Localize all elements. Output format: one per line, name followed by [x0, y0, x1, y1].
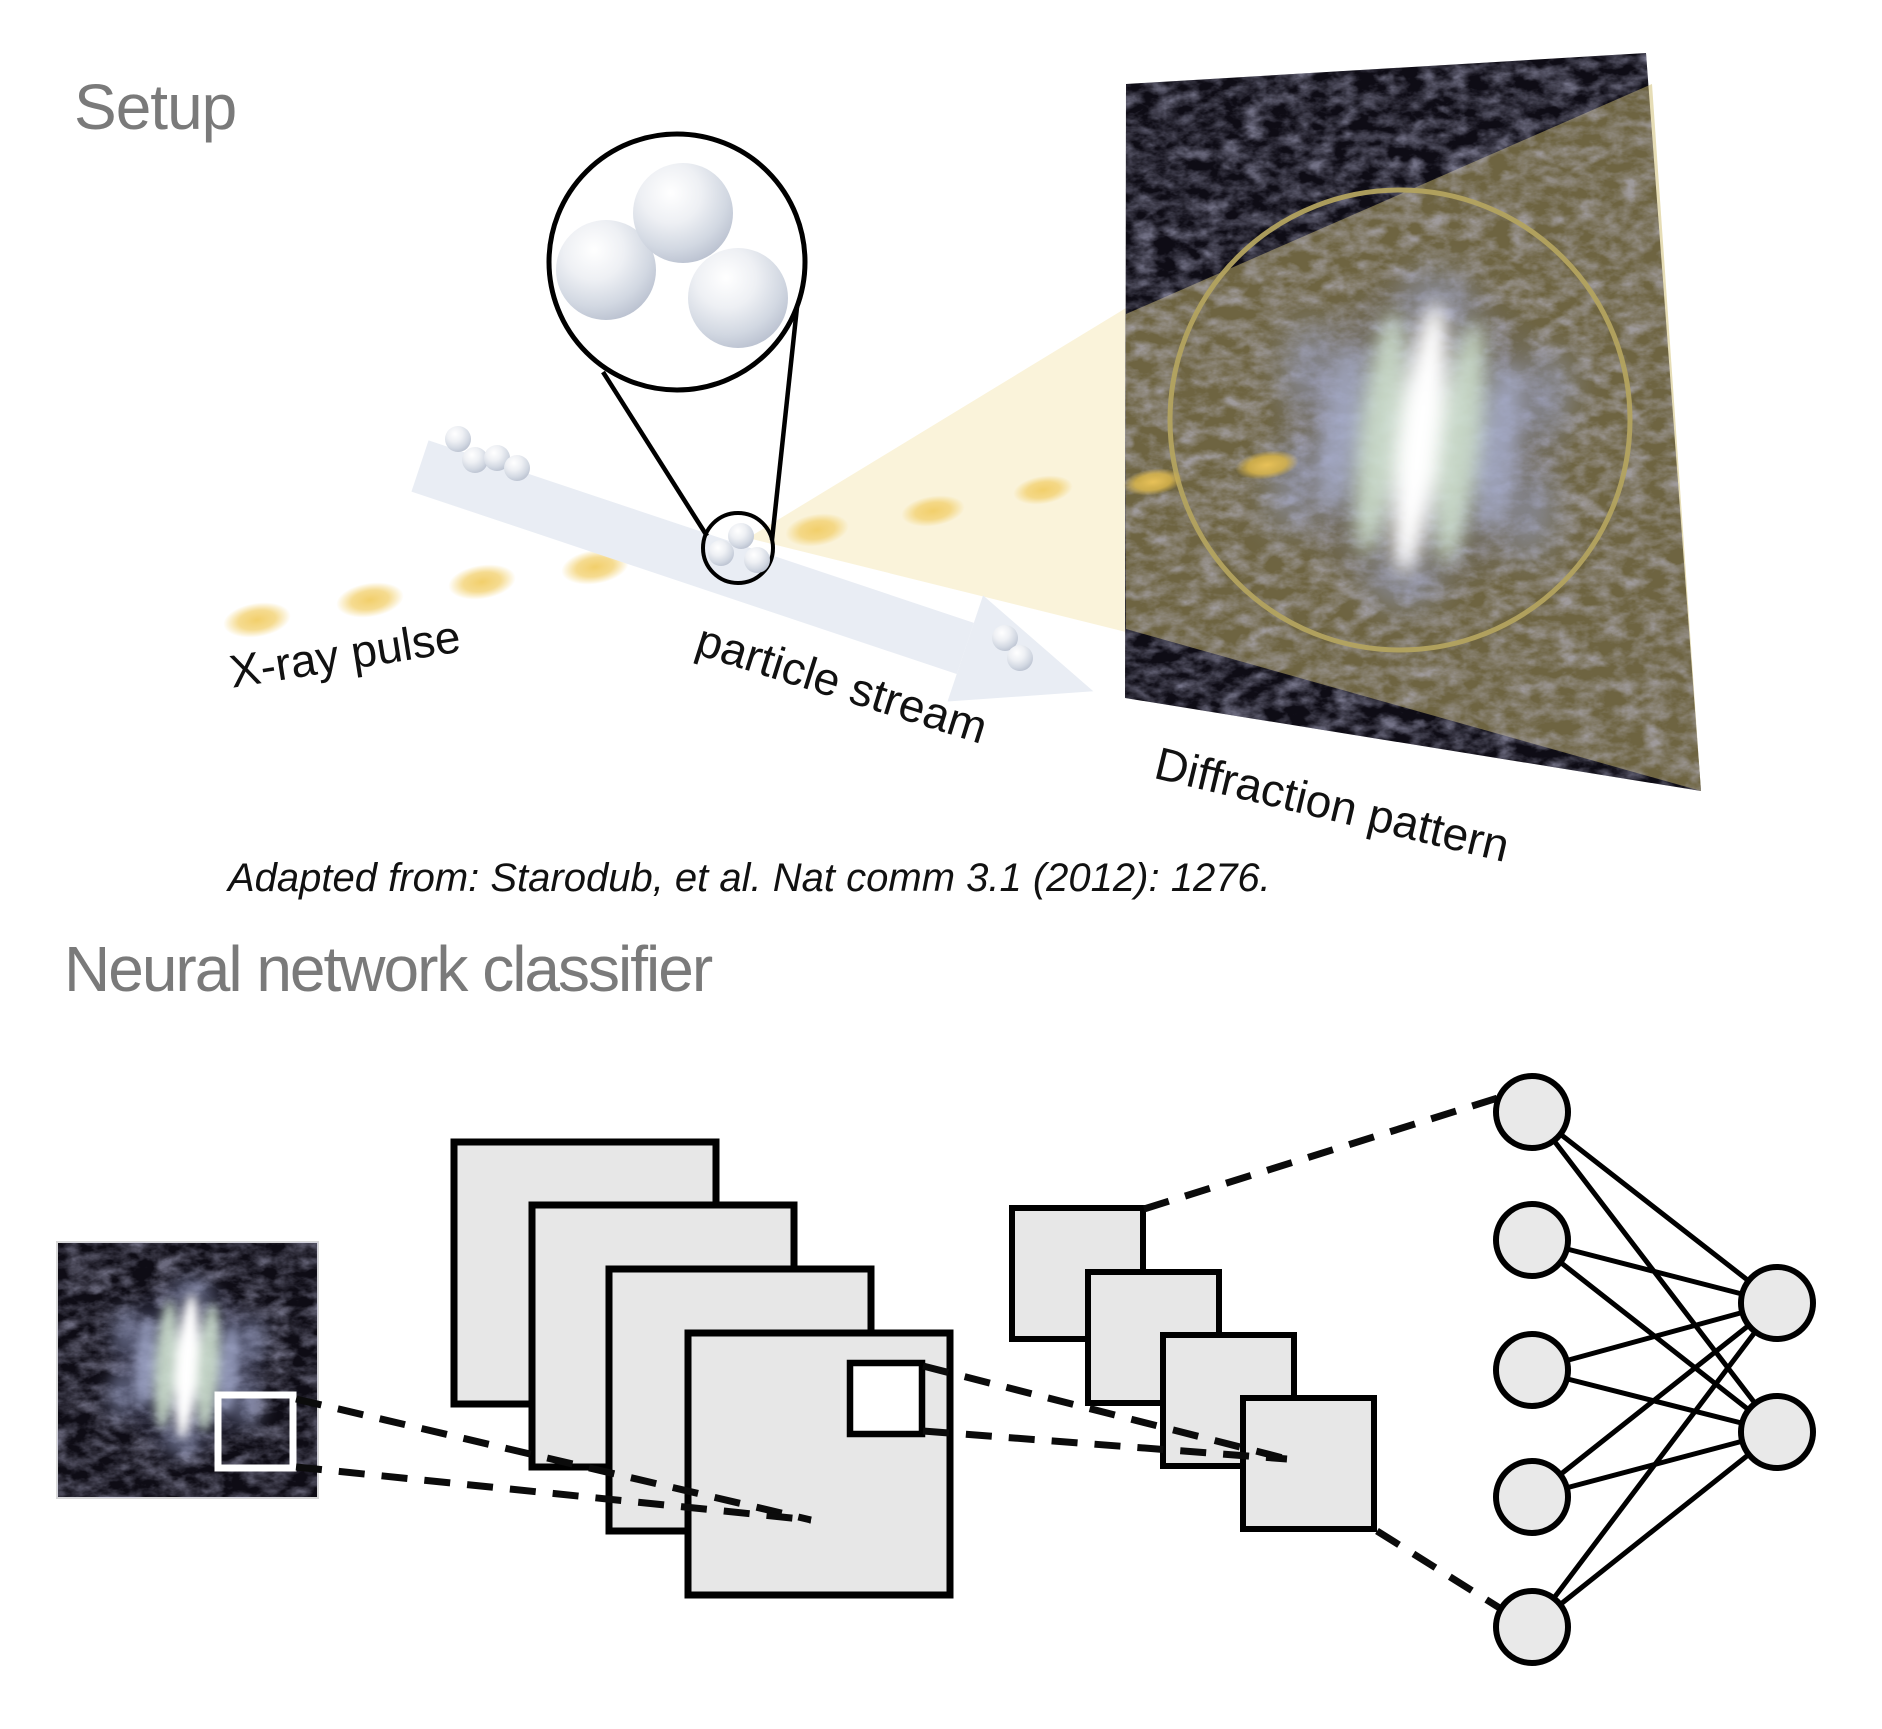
- network-nodes: [1493, 1073, 1816, 1666]
- hidden-node-4: [1493, 1458, 1571, 1536]
- citation-text: Adapted from: Starodub, et al. Nat comm …: [228, 856, 1271, 900]
- pool-map-4: [1240, 1395, 1377, 1532]
- output-node-2: [1738, 1393, 1816, 1471]
- input-image: [56, 1241, 319, 1499]
- panel-pulse-blob-1: [1123, 468, 1183, 496]
- stream-particles: [445, 426, 1033, 671]
- hidden-node-3: [1493, 1331, 1571, 1409]
- output-node-1: [1738, 1264, 1816, 1342]
- dash-window-to-pool-bottom: [922, 1427, 1288, 1463]
- interaction-particles: [708, 523, 770, 573]
- fc-edges: [1530, 1110, 1779, 1629]
- interaction-circle: [701, 511, 775, 585]
- dash-window-to-pool-top: [922, 1362, 1288, 1463]
- dash-pool-to-node-bottom: [1375, 1528, 1508, 1615]
- pool-layer-stack: [1009, 1205, 1377, 1532]
- xray-pulse-train: [223, 475, 1073, 638]
- setup-section-title: Setup: [74, 71, 237, 143]
- panel-pulse-blob-2: [1235, 450, 1299, 480]
- classifier-section-title: Neural network classifier: [64, 933, 713, 1005]
- dash-input-to-conv-top: [295, 1395, 812, 1524]
- dash-input-to-conv-bottom: [295, 1463, 812, 1524]
- dash-pool-to-node-top: [1142, 1092, 1506, 1213]
- magnifier-callout-line-left: [601, 370, 709, 538]
- mapping-dashed-lines: [295, 1092, 1508, 1615]
- hidden-node-1: [1493, 1073, 1571, 1151]
- scatter-cone: [748, 308, 1126, 632]
- conv-layer-stack: [450, 1138, 954, 1599]
- diffraction-panel: [1123, 53, 1701, 791]
- magnified-particles: [556, 163, 788, 348]
- hidden-node-5: [1493, 1588, 1571, 1666]
- magnifier-callout-line-right: [769, 297, 801, 541]
- detector-ring: [1167, 187, 1633, 653]
- conv-window-square: [846, 1359, 926, 1438]
- input-patch-square: [214, 1391, 297, 1472]
- hidden-node-2: [1493, 1201, 1571, 1279]
